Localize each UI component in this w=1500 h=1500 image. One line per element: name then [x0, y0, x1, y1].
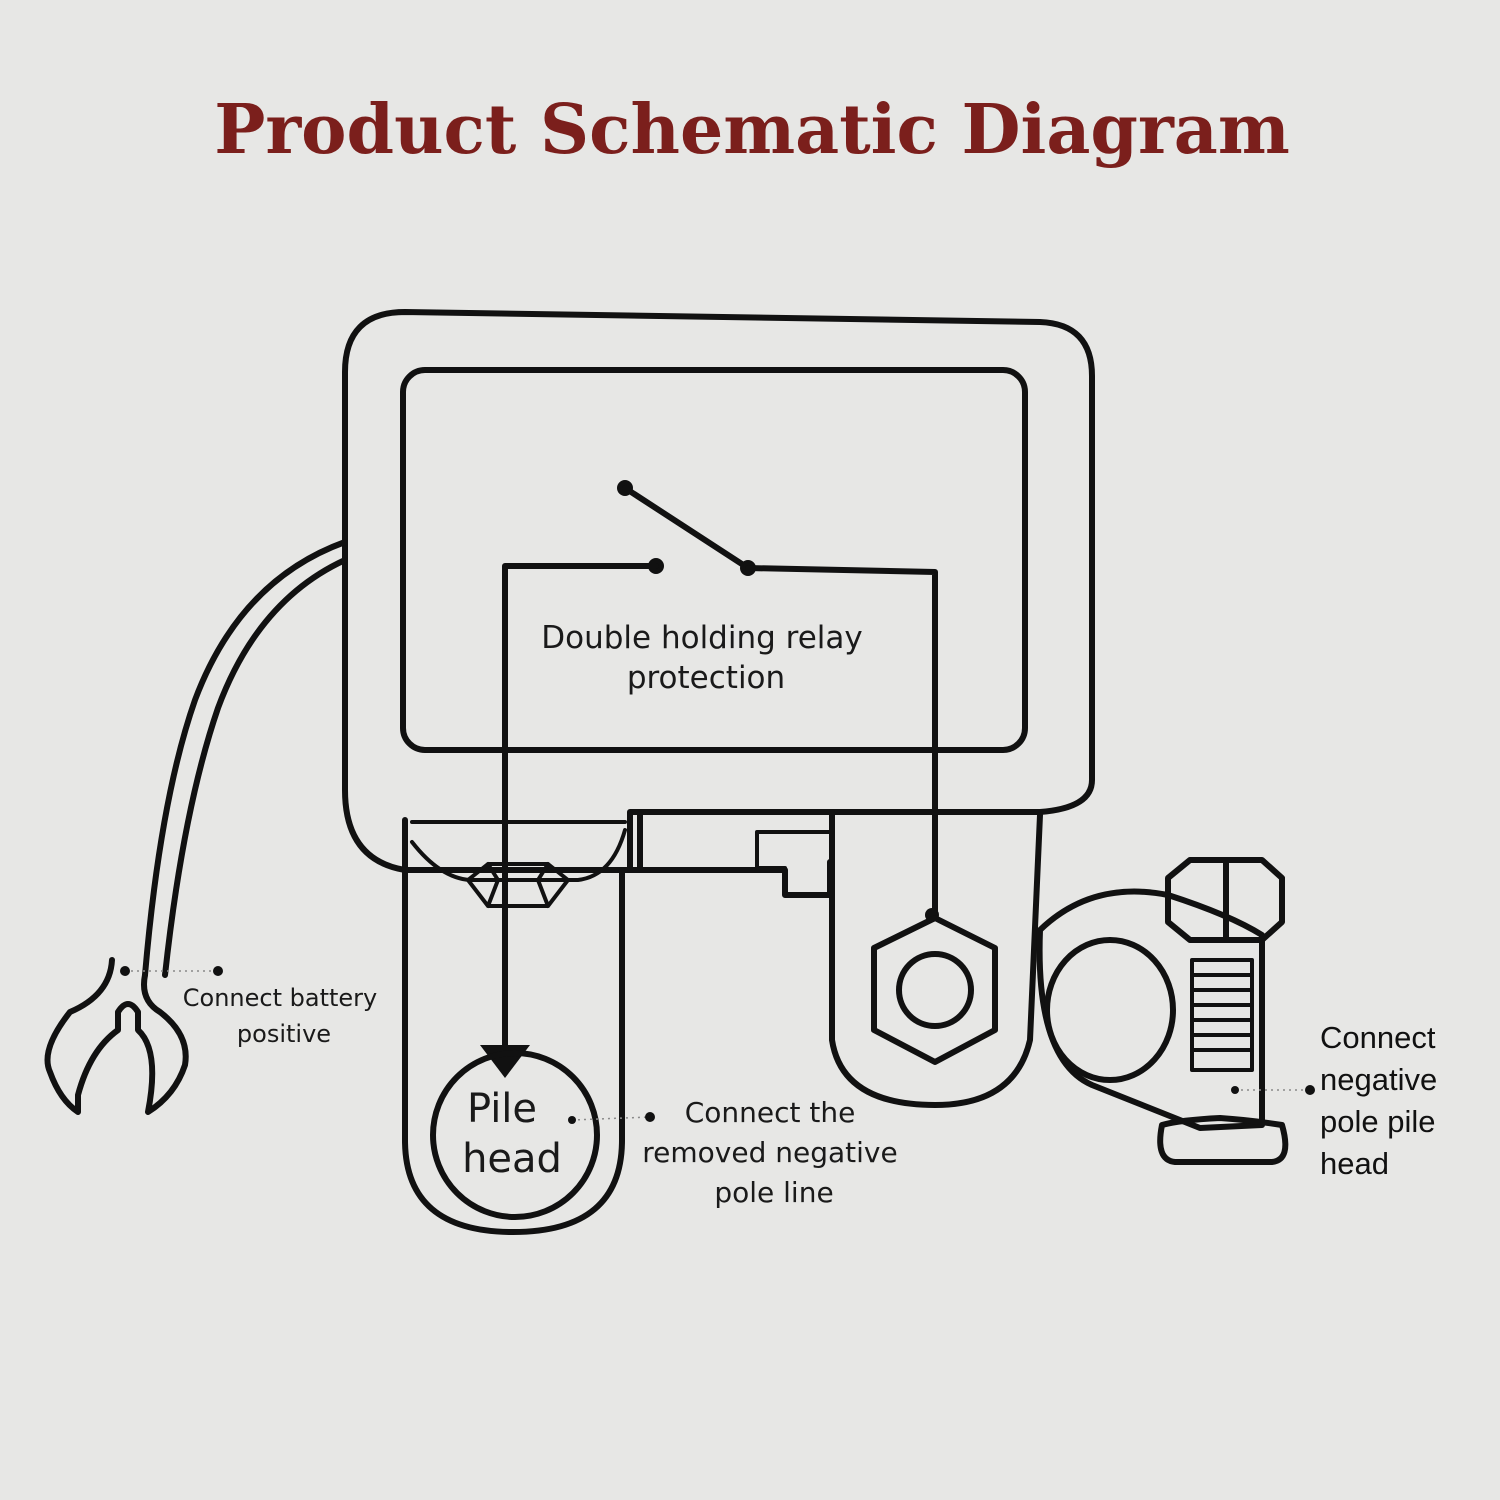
hex-nut-icon [871, 915, 998, 1065]
dot-battery-positive-a [120, 966, 130, 976]
pile-head-circle [430, 1050, 600, 1220]
positive-cable [142, 539, 348, 978]
dot-battery-positive-b [213, 966, 223, 976]
dot-negative-pole-a [1231, 1086, 1239, 1094]
positive-cable-inner [162, 557, 348, 978]
clamp-ring-hole [1044, 937, 1176, 1083]
label-negative-pole-line4: head [1320, 1146, 1389, 1181]
wire-left-arrowhead [480, 1045, 530, 1078]
relay-housing-outer [342, 309, 1095, 873]
pile-head-line1: Pile [467, 1086, 537, 1132]
label-removed-negative-line1: Connect the [685, 1096, 856, 1129]
pile-head-line2: head [462, 1136, 562, 1182]
dot-removed-negative-a [568, 1116, 576, 1124]
fork-terminal-icon [44, 957, 189, 1115]
label-negative-pole-line1: Connect [1320, 1020, 1436, 1055]
diagram-title: Product Schematic Diagram [214, 90, 1290, 170]
clamp-bolt-thread-lines [1190, 973, 1254, 1052]
dot-removed-negative-b [645, 1112, 655, 1122]
wire-left [502, 563, 659, 1053]
label-negative-pole-line3: pole pile [1320, 1104, 1435, 1139]
bracket-step [755, 830, 834, 870]
switch-arm [622, 485, 751, 571]
label-removed-negative-line2: removed negative [642, 1136, 897, 1169]
label-battery-positive-line1: Connect battery [183, 984, 377, 1012]
leader-removed-negative [571, 1116, 651, 1121]
label-negative-pole-line2: negative [1320, 1062, 1437, 1097]
clamp-bolt-wingnut-icon [1157, 1115, 1289, 1165]
relay-label-line2: protection [627, 660, 785, 696]
clamp-bolt-thread [1190, 958, 1254, 1072]
relay-panel [400, 367, 1028, 753]
lug-nut-icon [466, 862, 570, 908]
left-terminal-lug [402, 817, 625, 1235]
label-battery-positive-line2: positive [237, 1020, 331, 1048]
left-terminal-base [410, 820, 627, 882]
dot-negative-pole-b [1305, 1085, 1315, 1095]
clamp-bolt-head-icon [1165, 857, 1285, 943]
relay-label-line1: Double holding relay [541, 620, 863, 656]
hex-nut-hole [896, 951, 974, 1029]
label-removed-negative-line3: pole line [714, 1176, 833, 1209]
wire-right [745, 565, 938, 918]
middle-bracket [627, 809, 1043, 1108]
